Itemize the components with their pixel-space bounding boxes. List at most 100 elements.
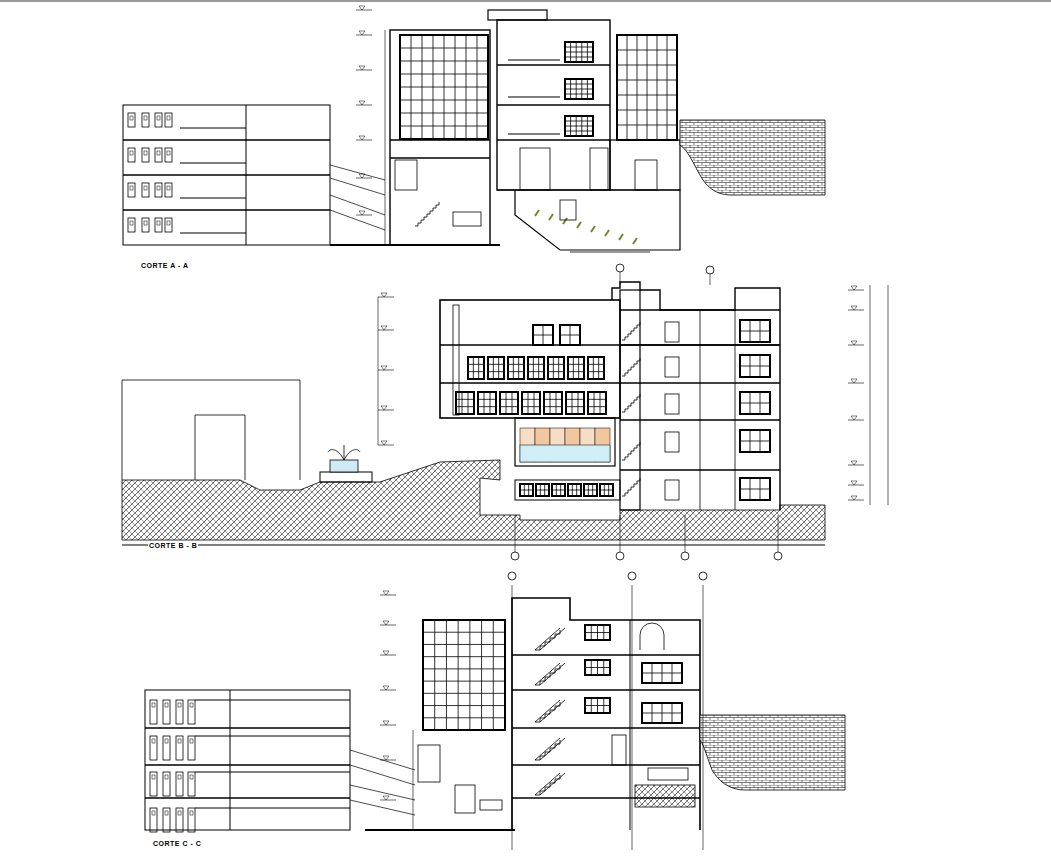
door: [188, 700, 195, 724]
door-glass: [157, 116, 160, 120]
stair: [622, 442, 640, 460]
seat: [619, 234, 623, 240]
floor-line: [518, 357, 519, 379]
curtain-wall: [585, 698, 610, 713]
floor-line: [423, 693, 505, 694]
floor-line: [390, 157, 490, 159]
door: [176, 808, 183, 832]
ramp: [330, 165, 385, 230]
stair: [535, 663, 565, 685]
floor-line: [588, 371, 604, 372]
floor-line: [566, 406, 584, 407]
level-mark: [851, 379, 857, 383]
seat: [577, 222, 581, 228]
door: [612, 735, 626, 765]
curtain-wall: [560, 325, 580, 345]
stair: [535, 773, 565, 795]
floor-line: [356, 215, 372, 216]
floor-line: [400, 100, 488, 101]
seat: [605, 230, 609, 236]
door-glass: [178, 775, 181, 779]
door-glass: [178, 739, 181, 743]
floor-line: [180, 128, 246, 129]
floor-line: [365, 829, 515, 831]
planter: [320, 472, 372, 482]
floor-line: [446, 620, 447, 730]
curtain-wall: [533, 325, 553, 345]
floor-line: [423, 656, 505, 657]
wall-outline: [390, 30, 490, 245]
curtain-wall: [566, 392, 584, 414]
floor-line: [700, 310, 701, 510]
floor-line: [740, 441, 770, 442]
door: [155, 113, 162, 127]
floor-line: [180, 198, 246, 199]
floor-line: [356, 178, 372, 179]
floor-line: [508, 134, 560, 135]
floor-line: [246, 105, 247, 245]
door: [188, 808, 195, 832]
axis-bubble: [628, 572, 636, 580]
floor-line: [400, 87, 488, 88]
door-glass: [167, 186, 170, 190]
roof-outline: [512, 598, 700, 830]
seat: [633, 238, 637, 244]
door: [155, 183, 162, 197]
floor-line: [385, 30, 386, 245]
floor-line: [440, 382, 620, 384]
curtain-wall: [488, 357, 504, 379]
floor-line: [488, 364, 504, 365]
stair: [622, 322, 640, 340]
floor-line: [558, 357, 559, 379]
door-glass: [165, 703, 168, 707]
axis-bubble: [699, 572, 707, 580]
curtain-wall: [568, 484, 581, 496]
floor-line: [588, 399, 606, 400]
floor-line: [122, 545, 825, 546]
door: [155, 148, 162, 162]
wall-outline: [123, 105, 330, 245]
door: [142, 218, 149, 232]
floor-line: [556, 392, 557, 414]
level-mark: [359, 6, 365, 10]
door: [150, 808, 157, 832]
door-glass: [167, 116, 170, 120]
door: [150, 772, 157, 796]
floor-line: [512, 764, 700, 766]
seat: [535, 210, 539, 216]
floor-line: [548, 371, 564, 372]
seat: [591, 226, 595, 232]
floor-line: [598, 357, 599, 379]
floor-line: [528, 371, 544, 372]
floor-line: [123, 174, 330, 176]
floor-line: [356, 105, 372, 106]
level-mark: [381, 366, 387, 370]
wall-outline: [610, 140, 680, 190]
door: [155, 218, 162, 232]
floor-line: [478, 399, 496, 400]
floor-line: [565, 84, 593, 85]
floor-line: [423, 717, 505, 718]
floor-line: [493, 357, 494, 379]
level-mark: [851, 461, 857, 465]
ramp: [350, 750, 415, 815]
floor-line: [735, 310, 736, 510]
door-glass: [144, 151, 147, 155]
door-glass: [130, 116, 133, 120]
floor-line: [585, 705, 610, 706]
floor-line: [617, 95, 677, 96]
floor-line: [565, 47, 593, 48]
floor-line: [230, 690, 231, 830]
basement: [515, 480, 620, 500]
door: [165, 183, 172, 197]
level-mark: [851, 306, 857, 310]
floor-line: [617, 110, 677, 111]
door-glass: [167, 151, 170, 155]
door: [142, 113, 149, 127]
floor-line: [413, 730, 414, 830]
door: [188, 772, 195, 796]
door-glass: [165, 775, 168, 779]
floor-line: [703, 585, 704, 850]
floor-line: [423, 668, 505, 669]
door: [163, 736, 170, 760]
